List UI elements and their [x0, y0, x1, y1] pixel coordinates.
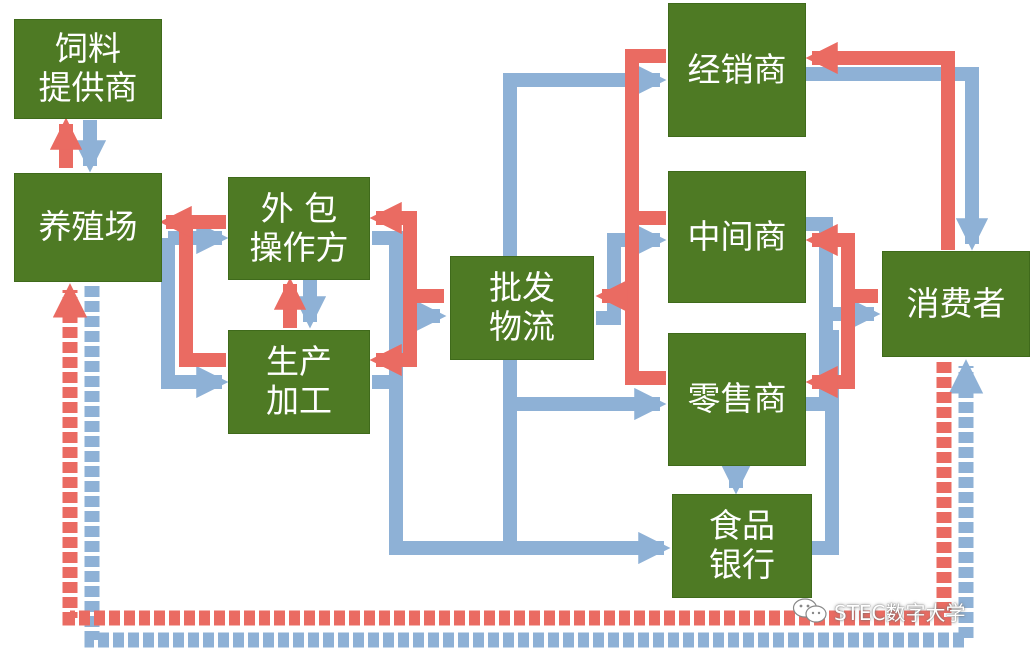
flow-processing-to-foodbank: [389, 382, 510, 555]
node-outsourcing-line1: 外 包: [260, 188, 338, 228]
node-consumer-label: 消费者: [906, 283, 1006, 323]
node-feed-supplier-line2: 提供商: [38, 68, 138, 107]
node-distributor: 经销商: [668, 3, 806, 137]
node-middleman: 中间商: [668, 171, 806, 303]
flow-distributor-to-consumer: [806, 67, 989, 251]
node-middleman-label: 中间商: [687, 216, 787, 256]
flow-wholesale-to-outsourcing: [369, 201, 444, 303]
node-processing: 生产 加工: [228, 330, 370, 434]
flow-farm-to-consumer-dashed: [84, 286, 984, 648]
node-outsourcing-line2: 操作方: [249, 227, 349, 267]
flow-processing-to-farm: [159, 205, 226, 367]
node-food-bank-line2: 银行: [709, 545, 775, 584]
node-wholesale-line1: 批发: [489, 268, 555, 308]
node-wholesale-line2: 物流: [489, 307, 555, 346]
node-food-bank: 食品 银行: [672, 494, 812, 598]
flow-consumer-to-retailer: [805, 296, 855, 399]
node-outsourcing: 外 包 操作方: [228, 177, 370, 280]
node-distributor-label: 经销商: [687, 49, 787, 89]
flow-wholesale-to-distributor: [503, 63, 667, 256]
node-farm-label: 养殖场: [38, 207, 138, 247]
node-wholesale-logistics: 批发 物流: [450, 256, 594, 360]
node-processing-line2: 加工: [266, 381, 332, 420]
node-food-bank-line1: 食品: [709, 506, 775, 546]
flow-outsourcing-to-wholesale: [372, 231, 447, 333]
flow-farm-to-processing: [161, 238, 229, 399]
flow-foodbank-to-consumer: [812, 330, 839, 555]
node-retailer-label: 零售商: [687, 379, 787, 419]
wechat-icon: [792, 597, 828, 625]
flow-consumer-to-middleman: [805, 223, 878, 303]
node-feed-supplier-line1: 饲料: [55, 29, 121, 69]
flow-processing-to-wholesale: [372, 320, 403, 389]
flow-wholesale-to-foodbank: [503, 404, 671, 565]
flow-consumer-to-distributor: [805, 41, 955, 250]
flow-retailer-to-consumer: [806, 314, 833, 411]
watermark: STEC数字大学: [792, 596, 966, 626]
node-feed-supplier: 饲料 提供商: [14, 19, 162, 119]
flow-consumer-to-farm-dashed: [52, 283, 952, 626]
node-retailer: 零售商: [668, 333, 806, 466]
node-processing-line1: 生产: [266, 342, 332, 382]
watermark-text: STEC数字大学: [834, 600, 966, 625]
node-consumer: 消费者: [882, 251, 1030, 357]
node-farm: 养殖场: [14, 173, 162, 282]
flow-wholesale-to-processing: [369, 296, 417, 377]
